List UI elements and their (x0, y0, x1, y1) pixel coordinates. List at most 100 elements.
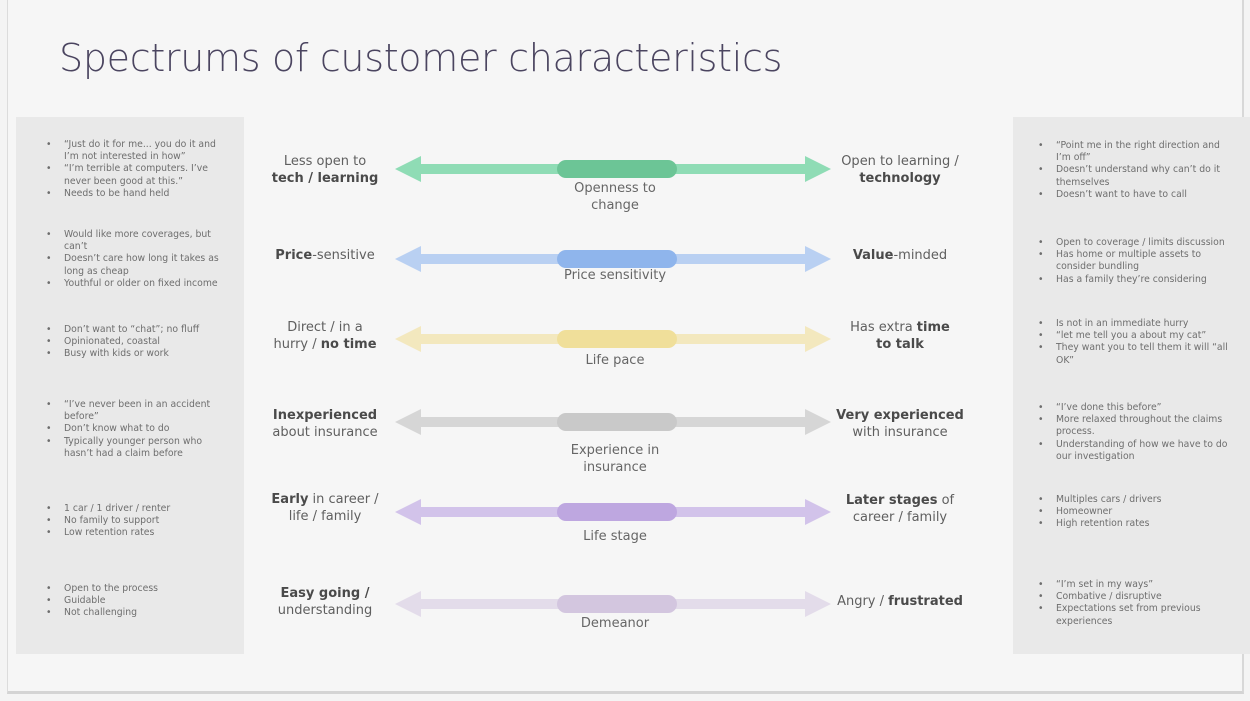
right-bullet-group-3: •Is not in an immediate hurry•“let me te… (1013, 318, 1250, 367)
label-text: career / family (852, 510, 948, 525)
spectrum-midpoint-marker (557, 250, 677, 268)
arrow-left-head-icon (395, 591, 421, 617)
spectrum-midpoint-marker (557, 330, 677, 348)
bullet-icon: • (46, 163, 52, 175)
bullet-text: “Just do it for me... you do it and I’m … (64, 139, 216, 163)
bullet-text: “I’m set in my ways” (1056, 579, 1154, 590)
emphasis-text: Price (275, 248, 313, 263)
bullet-text: Doesn’t care how long it takes as long a… (64, 253, 219, 277)
spectrum-name-text: Life pace (585, 353, 645, 368)
bullet-item: •Don’t know what to do (16, 423, 244, 435)
bullet-item: •“let me tell you a about my cat” (1013, 330, 1250, 342)
bullet-text: Opinionated, coastal (64, 336, 160, 348)
bullet-item: • “I’m terrible at computers. I’ve never … (16, 163, 244, 187)
left-bullet-group-2: •Would like more coverages, but can’t•Do… (16, 229, 244, 290)
bullet-item: •Open to the process (16, 583, 244, 595)
arrow-right-head-icon (805, 409, 831, 435)
bullet-item: •Open to coverage / limits discussion (1013, 237, 1250, 249)
emphasis-text: to talk (876, 337, 924, 352)
bullet-item: •Guidable (16, 595, 244, 607)
bullet-item: •Doesn’t care how long it takes as long … (16, 253, 244, 277)
arrow-left-head-icon (395, 156, 421, 182)
bullet-item: •Is not in an immediate hurry (1013, 318, 1250, 330)
emphasis-text: time (916, 320, 950, 335)
left-end-label: Easy going /understanding (250, 585, 400, 619)
double-arrow-icon (395, 246, 831, 272)
bullet-text: Expectations set from previous experienc… (1056, 603, 1201, 627)
bullet-item: •Homeowner (1013, 506, 1250, 518)
double-arrow-icon (395, 591, 831, 617)
label-text: Angry / (837, 594, 889, 609)
bullet-item: •Multiples cars / drivers (1013, 494, 1250, 506)
bullet-item: •“I’m set in my ways” (1013, 579, 1250, 591)
bullet-text: “I’m terrible at computers. I’ve never b… (64, 163, 208, 187)
bullet-item: • No family to support (16, 515, 244, 527)
double-arrow-icon (395, 156, 831, 182)
spectrum-name-text: insurance (583, 460, 647, 475)
left-bullet-group-5: •1 car / 1 driver / renter•No family to … (16, 503, 244, 540)
right-bullet-group-2: •Open to coverage / limits discussion•Ha… (1013, 237, 1250, 286)
bullet-item: •They want you to tell them it will “all… (1013, 342, 1250, 366)
bullet-icon: • (1038, 603, 1044, 615)
bullet-item: •Busy with kids or work (16, 348, 244, 360)
bullet-text: Doesn’t want to have to call (1056, 188, 1187, 200)
bullet-icon: • (46, 515, 52, 527)
bullet-icon: • (46, 399, 52, 410)
left-notes-panel: • “Just do it for me... you do it and I’m… (16, 117, 244, 654)
label-text: -sensitive (312, 248, 375, 263)
bullet-icon: • (46, 277, 52, 289)
bullet-icon: • (46, 583, 52, 594)
bullet-item: •More relaxed throughout the claims proc… (1013, 414, 1250, 438)
emphasis-text: technology (859, 171, 941, 186)
page-title: Spectrums of customer characteristics (59, 36, 783, 80)
bullet-icon: • (46, 607, 52, 619)
bullet-icon: • (1038, 318, 1044, 329)
label-text: with insurance (852, 425, 948, 440)
bullet-item: •Opinionated, coastal (16, 336, 244, 348)
label-text: about insurance (272, 425, 378, 440)
bullet-item: • Combative / disruptive (1013, 591, 1250, 603)
spectrum-name-text: change (591, 198, 639, 213)
right-bullet-group-4: • “I’ve done this before”•More relaxed th… (1013, 402, 1250, 463)
arrow-right-head-icon (805, 246, 831, 272)
bullet-text: Don’t want to “chat”; no fluff (64, 324, 200, 335)
slide: Spectrums of customer characteristics •“… (7, 0, 1250, 694)
bullet-text: “I’ve done this before” (1056, 402, 1162, 413)
bullet-text: Has a family they’re considering (1056, 273, 1207, 285)
bullet-icon: • (1038, 188, 1044, 200)
bullet-text: Busy with kids or work (64, 348, 169, 360)
spectrum-name-text: Price sensitivity (563, 268, 667, 283)
arrow-right-head-icon (805, 591, 831, 617)
emphasis-text: no time (320, 337, 377, 352)
bullet-text: No family to support (64, 515, 160, 527)
bullet-icon: • (1038, 342, 1044, 354)
bullet-icon: • (1038, 591, 1044, 603)
double-arrow-icon (395, 499, 831, 525)
right-bullet-group-6: •“I’m set in my ways”•Combative / disrup… (1013, 579, 1250, 628)
bullet-icon: • (46, 324, 52, 335)
bullet-text: Youthful or older on fixed income (64, 277, 218, 289)
label-text: in career / (308, 492, 379, 507)
bullet-text: Combative / disruptive (1056, 591, 1162, 603)
bullet-icon: • (1038, 402, 1044, 413)
bullet-item: •Low retention rates (16, 527, 244, 539)
bullet-item: •Understanding of how we have to do our … (1013, 439, 1250, 463)
emphasis-text: tech / learning (271, 171, 379, 186)
bullet-item: •“Just do it for me... you do it and I’m… (16, 139, 244, 163)
arrow-right-head-icon (805, 156, 831, 182)
bullet-icon: • (46, 595, 52, 607)
label-text: Has extra (850, 320, 917, 335)
label-text: life / family (288, 509, 362, 524)
spectrum-name-label: Life pace (540, 352, 690, 369)
bullet-item: •“Point me in the right direction and I’… (1013, 140, 1250, 164)
right-end-label: Value-minded (815, 247, 985, 264)
bullet-icon: • (1038, 414, 1044, 426)
bullet-text: “Point me in the right direction and I’m… (1056, 140, 1220, 164)
bullet-icon: • (46, 527, 52, 539)
